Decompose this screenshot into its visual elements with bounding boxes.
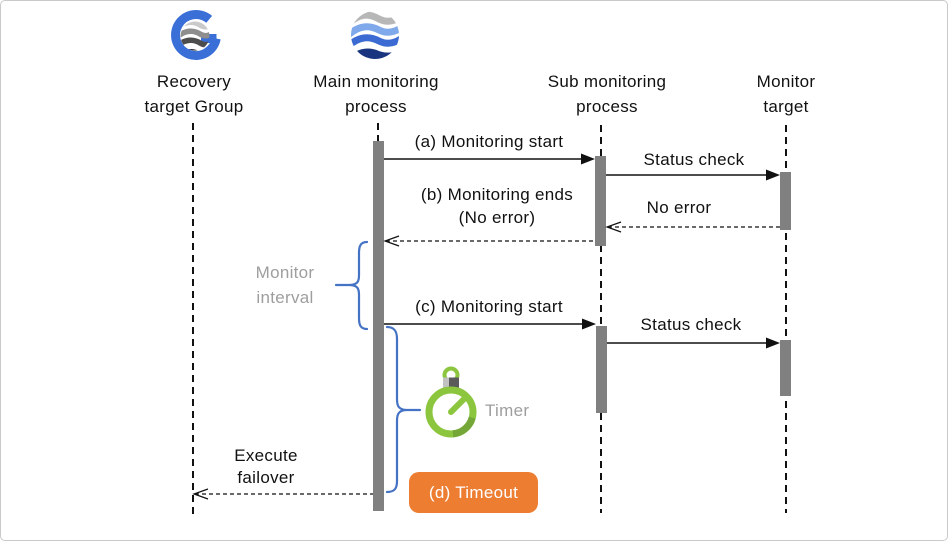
annotation-timer: Timer	[485, 401, 530, 420]
timer-brace	[385, 325, 422, 494]
arrow-no-error-return	[605, 221, 780, 233]
activation-bar-target-1	[780, 172, 791, 230]
timer-stopwatch-icon	[425, 366, 477, 438]
monitor-interval-brace	[334, 240, 369, 331]
message-no-error: No error	[646, 198, 712, 217]
message-status-check-1: Status check	[643, 150, 745, 169]
activation-bar-sub-2	[596, 326, 607, 413]
arrow-b-monitoring-ends	[383, 235, 595, 247]
arrow-c-monitoring-start	[384, 318, 596, 330]
activation-bar-main	[373, 141, 384, 511]
message-a-monitoring-start: (a) Monitoring start	[414, 132, 564, 151]
message-c-monitoring-start: (c) Monitoring start	[415, 297, 563, 316]
recovery-group-logo-icon	[171, 10, 221, 60]
arrow-a-monitoring-start	[384, 153, 595, 165]
main-monitoring-logo-icon	[351, 11, 399, 59]
arrow-status-check-2	[607, 337, 780, 349]
arrow-execute-failover	[192, 488, 373, 500]
timeout-badge: (d) Timeout	[409, 472, 538, 513]
activation-bar-sub-1	[595, 156, 606, 246]
message-b-monitoring-ends: (b) Monitoring ends(No error)	[420, 185, 574, 227]
timeout-badge-label: (d) Timeout	[428, 482, 519, 502]
arrow-status-check-1	[606, 169, 780, 181]
message-status-check-2: Status check	[640, 315, 742, 334]
activation-bar-target-2	[780, 340, 791, 396]
